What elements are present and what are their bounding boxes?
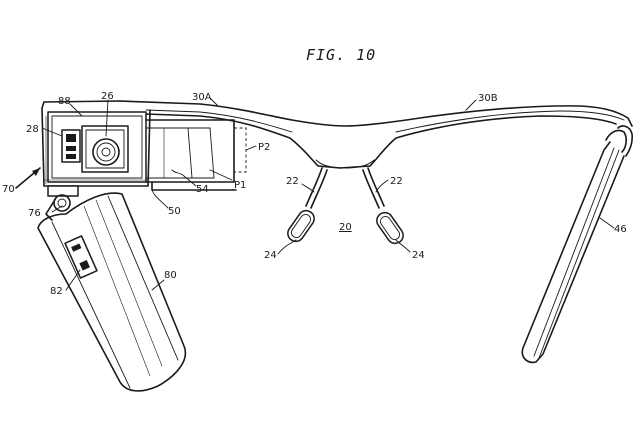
label-50: 50 — [168, 206, 181, 217]
camera-module — [41, 107, 151, 187]
label-70: 70 — [2, 184, 15, 195]
label-20: 20 — [339, 222, 352, 233]
label-30a: 30A — [192, 92, 212, 103]
reference-labels: 88 26 30A 30B 28 70 76 P2 P1 54 50 22 22… — [2, 91, 627, 297]
label-p1: P1 — [234, 180, 246, 191]
label-76: 76 — [28, 208, 41, 219]
label-28: 28 — [26, 124, 39, 135]
nose-pad-right — [362, 167, 404, 245]
label-24-right: 24 — [412, 250, 425, 261]
frame-bar — [41, 100, 633, 169]
label-54: 54 — [196, 184, 209, 195]
label-80: 80 — [164, 270, 177, 281]
label-46: 46 — [614, 224, 627, 235]
label-26: 26 — [101, 91, 114, 102]
label-24-left: 24 — [264, 250, 277, 261]
label-22-left: 22 — [286, 176, 299, 187]
nose-pad-left — [287, 167, 328, 243]
right-temple-arm — [521, 125, 633, 364]
battery-housing — [37, 192, 187, 392]
label-82: 82 — [50, 286, 63, 297]
label-88: 88 — [58, 96, 71, 107]
label-30b: 30B — [478, 93, 498, 104]
label-22-right: 22 — [390, 176, 403, 187]
label-p2: P2 — [258, 142, 270, 153]
camera-lens-center — [101, 147, 111, 157]
figure-title: FIG. 10 — [306, 46, 376, 64]
hinge — [47, 185, 79, 212]
leader-lines — [15, 97, 615, 291]
camera-lens-inner — [96, 142, 116, 162]
camera-lens-outer — [92, 138, 120, 166]
